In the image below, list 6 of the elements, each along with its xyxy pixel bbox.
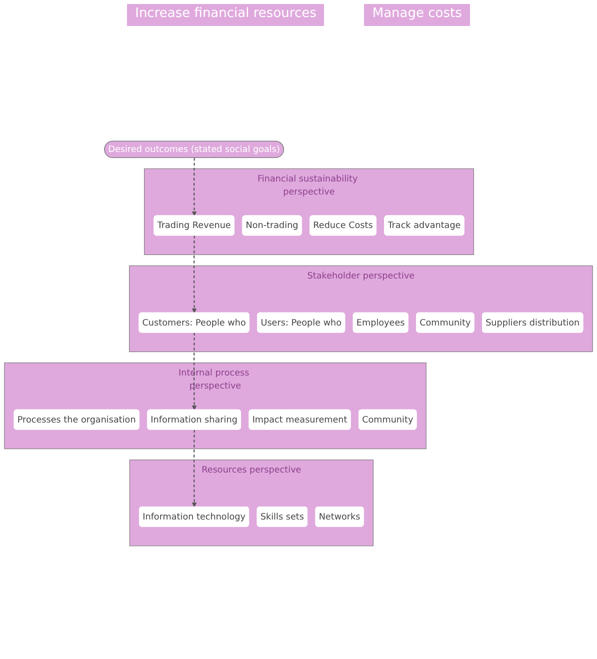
arrow (192, 430, 197, 508)
arrow (192, 236, 197, 314)
arrow (192, 158, 197, 216)
group-heading: Increase financial resources (127, 4, 324, 26)
group-heading: Manage costs (364, 4, 470, 26)
arrow (192, 332, 197, 410)
